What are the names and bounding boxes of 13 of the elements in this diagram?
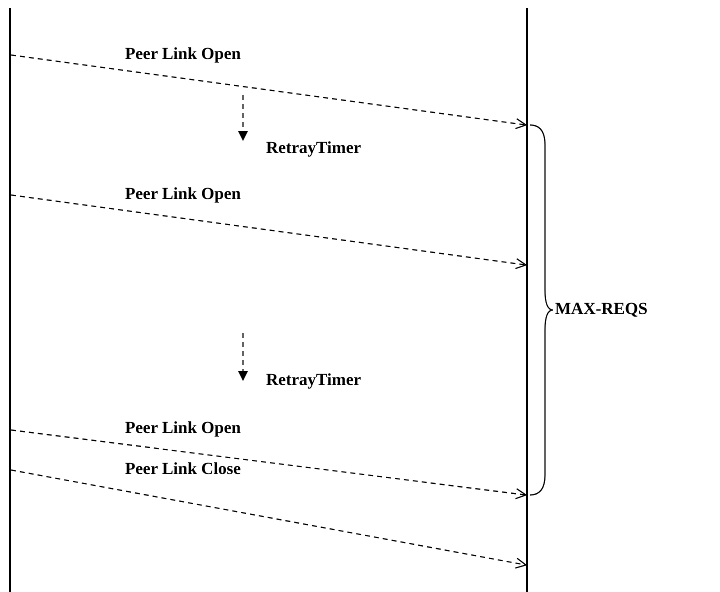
edge-label: Peer Link Open <box>125 184 241 204</box>
edge-label: Peer Link Open <box>125 44 241 64</box>
lifeline-bar <box>9 8 11 592</box>
edge-label: Peer Link Open <box>125 418 241 438</box>
edge-label: Peer Link Close <box>125 459 241 479</box>
arrow <box>10 194 527 270</box>
arrow <box>10 429 527 500</box>
lifeline-bar <box>526 8 528 592</box>
timer-label: RetrayTimer <box>266 138 362 158</box>
arrow <box>10 469 527 569</box>
brace-label: MAX-REQS <box>555 299 648 319</box>
timer-label: RetrayTimer <box>266 370 362 390</box>
arrow <box>10 54 527 130</box>
